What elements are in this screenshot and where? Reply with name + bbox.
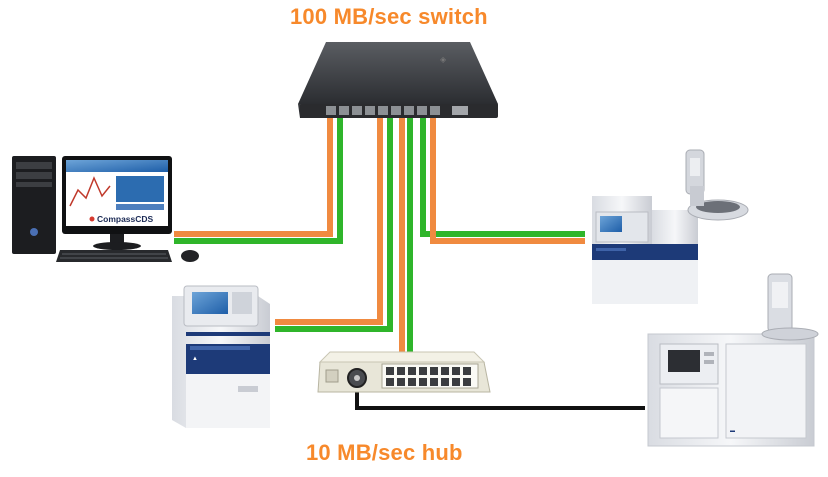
svg-text:▲: ▲ (192, 356, 198, 362)
desktop-computer-icon: CompassCDS (12, 156, 199, 262)
hub-ports (386, 367, 471, 386)
hub-speed-label: 10 MB/sec hub (306, 440, 463, 465)
gc-instrument-icon (592, 149, 749, 304)
compass-cds-logo: CompassCDS (97, 214, 154, 224)
left-instrument-cable-orange (275, 114, 383, 325)
network-switch-icon: ◈ (298, 42, 498, 118)
cables (174, 114, 645, 410)
left-instrument-cable-green (275, 114, 393, 332)
hplc-instrument-icon: ▲ (172, 285, 270, 428)
network-hub-icon (317, 351, 491, 393)
svg-text:◈: ◈ (440, 55, 447, 64)
pc-cable-green (174, 114, 343, 244)
switch-ports (326, 106, 468, 115)
svg-text:▬: ▬ (730, 428, 735, 434)
right-instrument-cable-green (420, 114, 585, 237)
right-instrument-cable-orange (430, 114, 585, 244)
pc-cable-orange (174, 114, 333, 237)
switch-speed-label: 100 MB/sec switch (290, 4, 488, 29)
gc-analyzer-icon: ▬ (647, 273, 819, 447)
